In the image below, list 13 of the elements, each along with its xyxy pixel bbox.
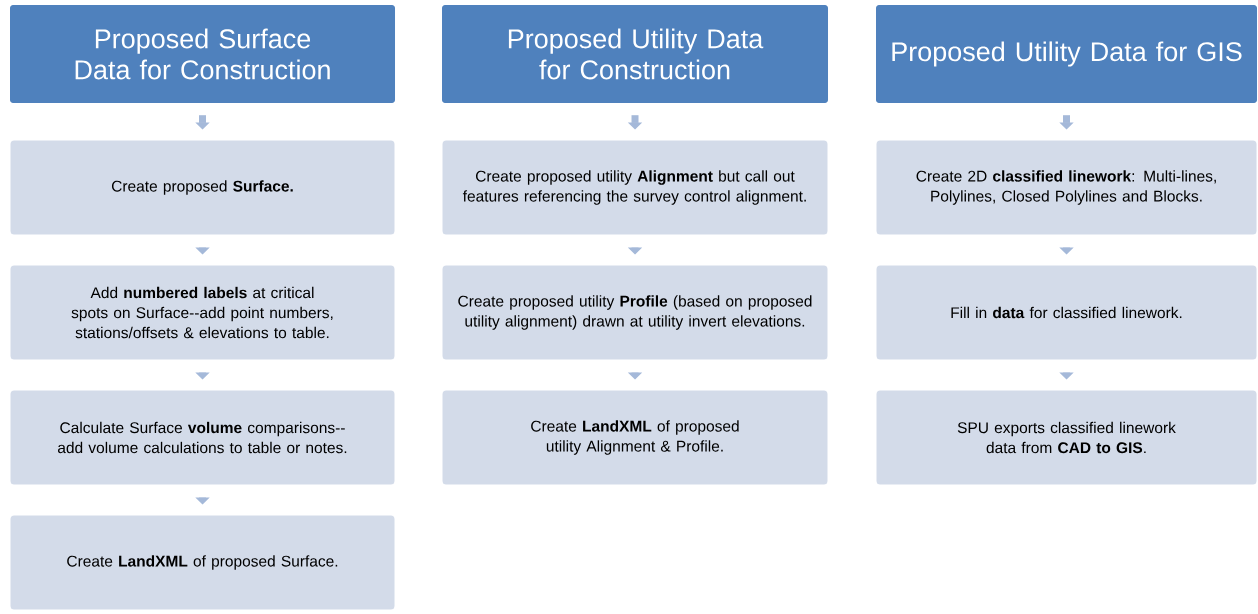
process-box: Calculate Surface volume comparisons--add volume calculations to table or notes. [9,389,396,486]
header-box: Proposed Utility Data for Construction [442,5,828,103]
process-box: Create proposed Surface. [9,139,396,236]
process-box: Create LandXML of proposed utility Alignment & Profile. [441,389,829,486]
process-box: Create LandXML of proposed Surface. [9,514,396,611]
process-box: Add numbered labels at critical spots on Surface--add point numbers, stations/offsets & elevations to table. [9,264,396,361]
process-box: Fill in data for classified linework. [875,264,1258,361]
process-box: Create 2D classified linework: Multi-lines, Polylines, Closed Polylines and Blocks. [875,139,1258,236]
process-box: Create proposed utility Profile (based on proposed utility alignment) drawn at utility invert elevations. [441,264,829,361]
header-box: Proposed Utility Data for GIS [876,5,1257,103]
header-box: Proposed Surface Data for Construction [10,5,395,103]
process-box: Create proposed utility Alignment but call out features referencing the survey control alignment. [441,139,829,236]
process-box: SPU exports classified linework data from CAD to GIS. [875,389,1258,486]
